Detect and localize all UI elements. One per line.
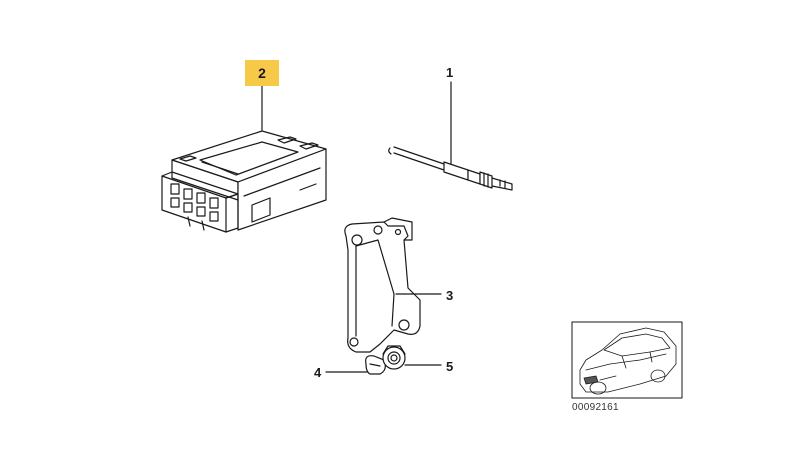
vehicle-thumbnail[interactable] xyxy=(571,321,683,399)
glow-plug-part[interactable] xyxy=(388,81,513,191)
diagram-code: 00092161 xyxy=(572,402,619,413)
callout-2-highlighted[interactable]: 2 xyxy=(245,60,279,86)
callout-1[interactable]: 1 xyxy=(446,65,454,80)
nut-part[interactable] xyxy=(382,345,442,370)
callout-3[interactable]: 3 xyxy=(446,288,454,303)
control-unit-part[interactable] xyxy=(161,85,327,233)
clip-part[interactable] xyxy=(325,355,386,375)
bracket-part[interactable] xyxy=(344,217,442,353)
callout-4[interactable]: 4 xyxy=(314,365,322,380)
callout-5[interactable]: 5 xyxy=(446,359,454,374)
